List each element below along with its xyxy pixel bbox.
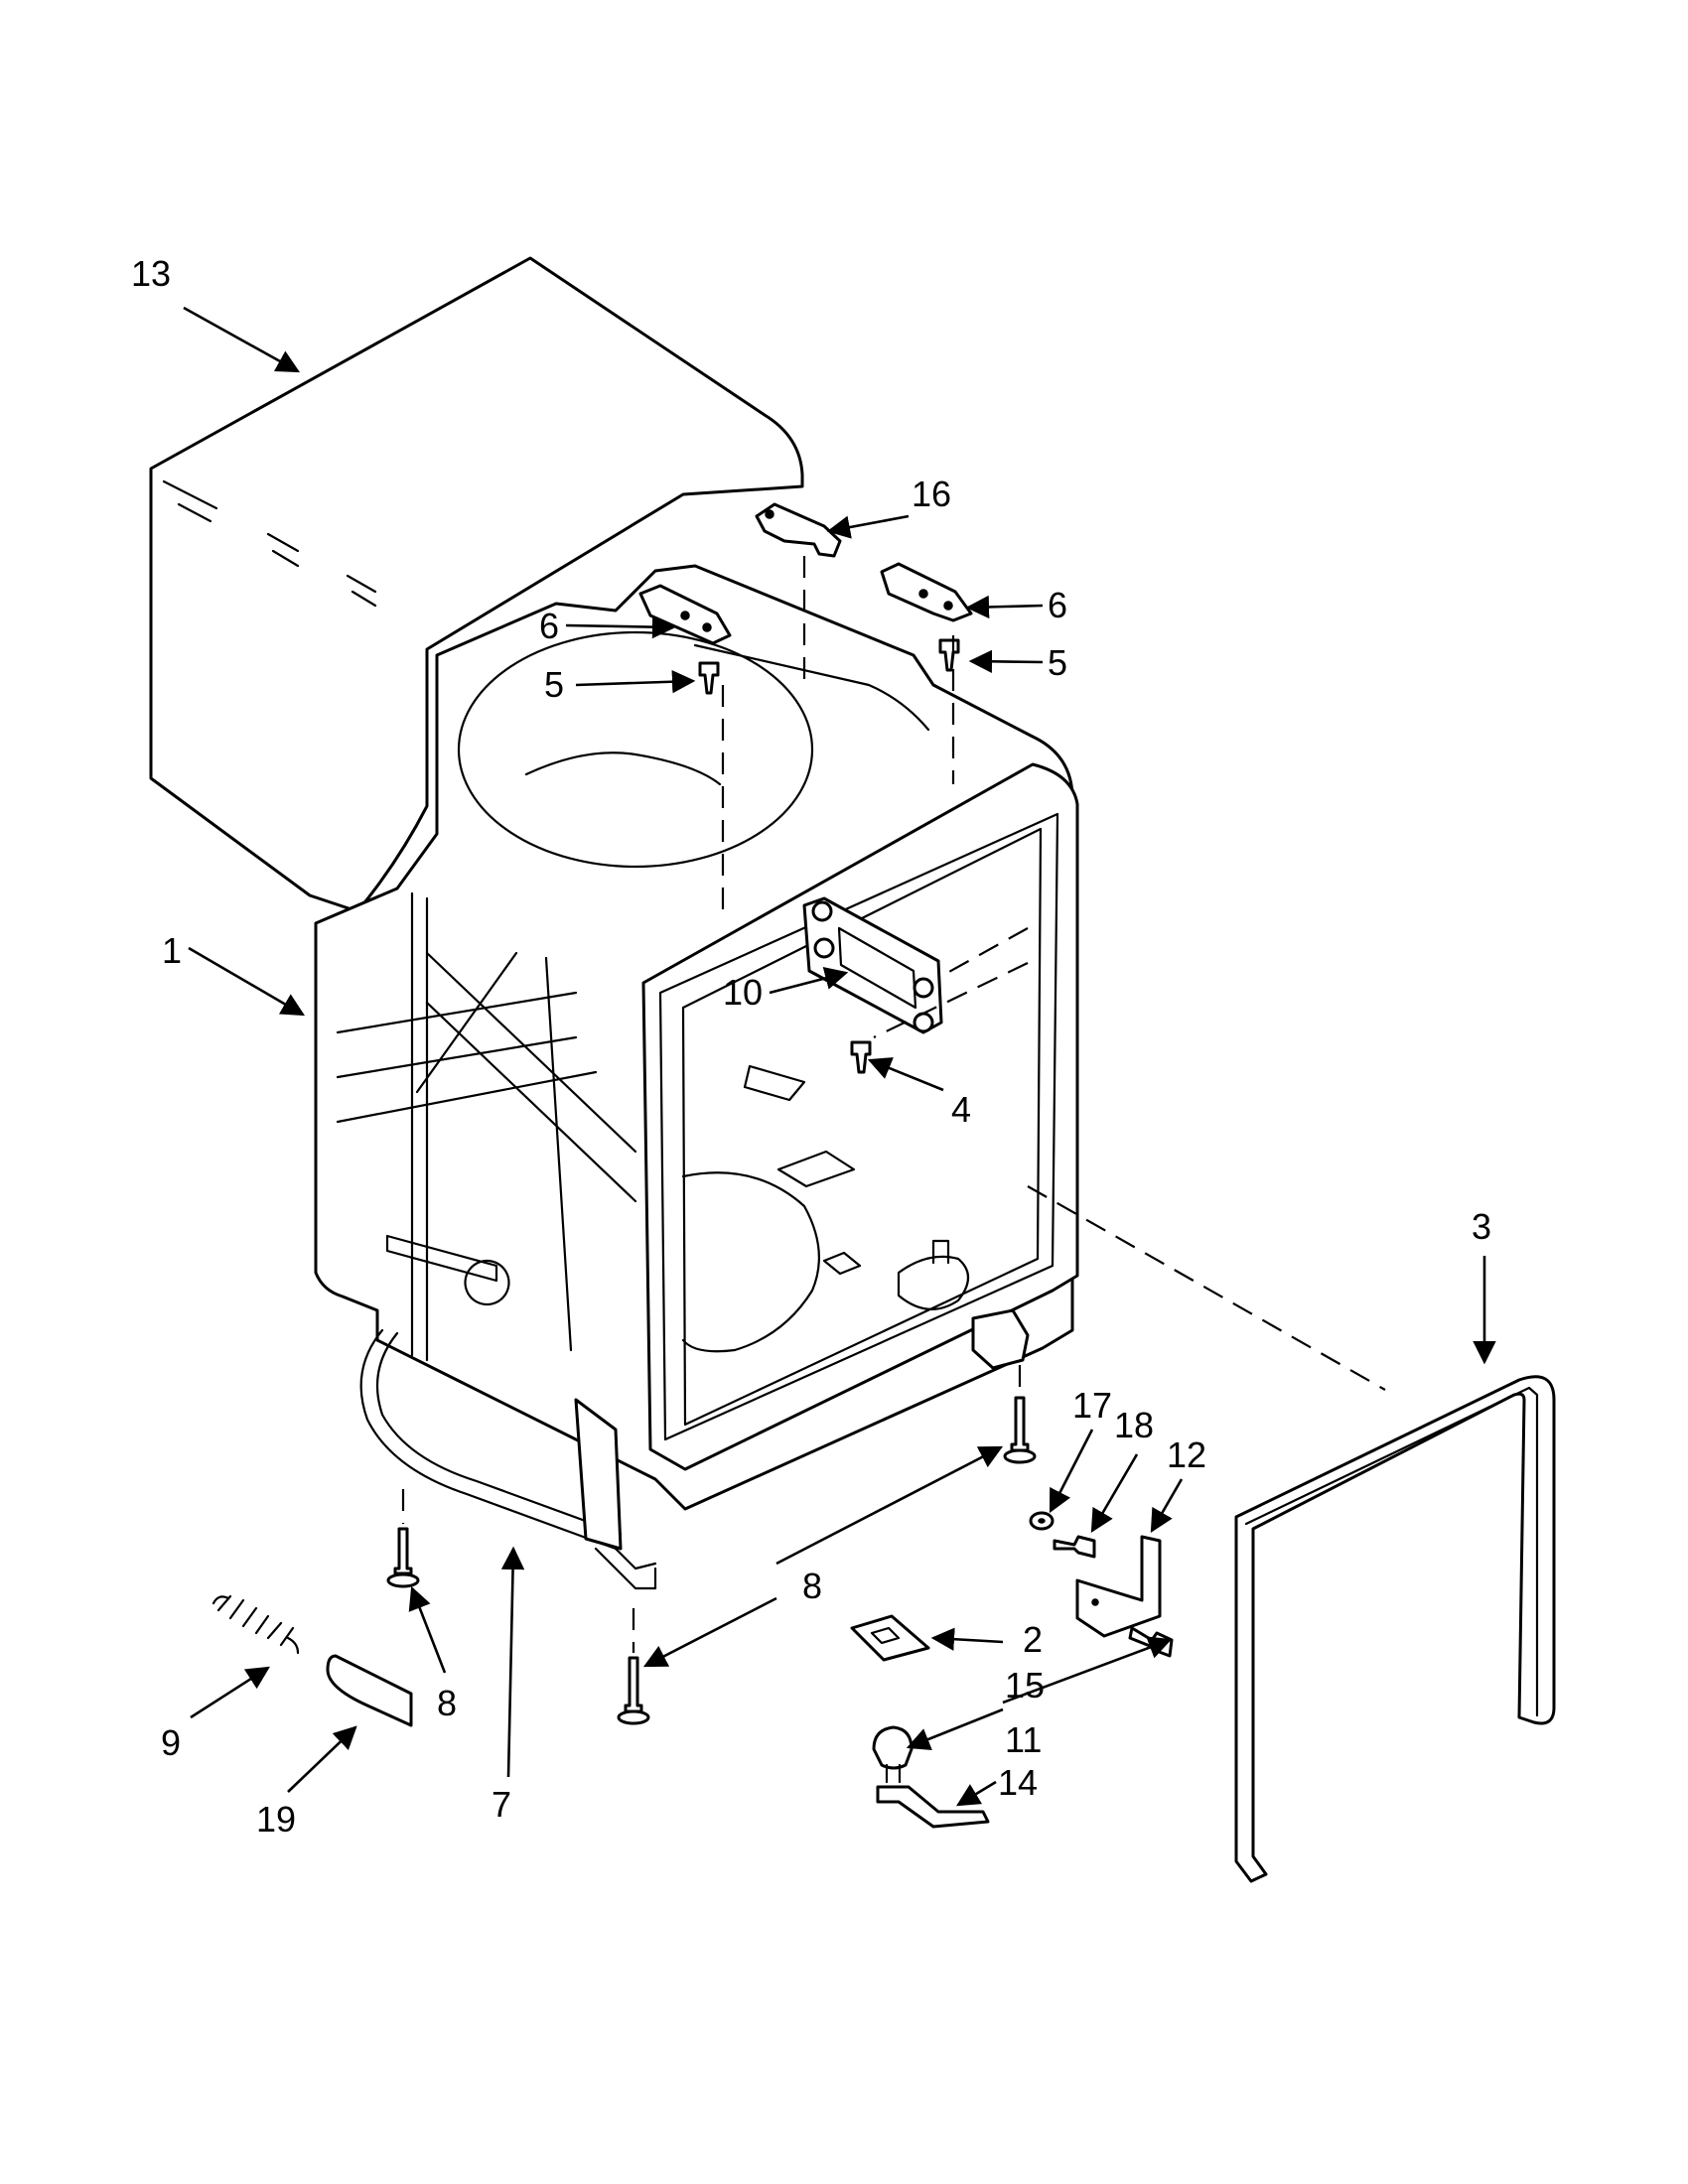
callout-16: 16	[912, 474, 951, 514]
leveling-leg-center	[617, 1656, 650, 1725]
callout-18: 18	[1114, 1405, 1154, 1445]
screw-left	[698, 661, 720, 695]
callout-9: 9	[161, 1722, 181, 1763]
bracket-right	[880, 562, 973, 622]
base-rail	[359, 1308, 1030, 1590]
tub-sump	[681, 1064, 970, 1353]
callout-3: 3	[1472, 1206, 1491, 1247]
side-frame-lattice	[336, 891, 637, 1362]
assembly-lines	[401, 556, 1386, 1653]
thermostat-clip	[876, 1785, 990, 1829]
callout-1: 1	[162, 930, 182, 971]
mount-bracket-12	[1075, 1535, 1162, 1638]
callout-7: 7	[492, 1784, 511, 1825]
leveling-leg-right	[1003, 1396, 1037, 1464]
callout-6-right: 6	[1048, 585, 1067, 625]
callout-8-left: 8	[437, 1683, 457, 1723]
callout-6-left: 6	[539, 606, 559, 646]
callout-12: 12	[1167, 1434, 1206, 1475]
spring	[211, 1594, 300, 1655]
mounting-bracket	[802, 896, 943, 1034]
callout-5-left: 5	[544, 664, 564, 705]
callout-14: 14	[998, 1762, 1038, 1803]
callout-8-center: 8	[802, 1566, 822, 1606]
hinge-clip	[755, 502, 842, 558]
label-plate	[850, 1614, 930, 1662]
callout-4: 4	[951, 1089, 971, 1130]
callout-13: 13	[131, 253, 171, 294]
screw-right	[938, 638, 960, 672]
callout-15: 15	[1005, 1665, 1045, 1706]
callout-2: 2	[1023, 1619, 1043, 1660]
callout-17: 17	[1072, 1385, 1112, 1426]
callout-labels: 13 1 6 5 16 6 5 10 4 3 7 8 8 9 19 17 18 …	[131, 253, 1491, 1840]
door-gasket	[1234, 1375, 1556, 1883]
washer	[1029, 1511, 1055, 1531]
screw-18	[1053, 1535, 1096, 1559]
leveling-leg-left	[386, 1527, 420, 1588]
thermostat	[872, 1725, 914, 1784]
callout-10: 10	[723, 972, 763, 1013]
screw-4	[850, 1040, 872, 1074]
callout-19: 19	[256, 1799, 296, 1840]
foot-pad	[326, 1654, 413, 1727]
insulation-wrap	[149, 256, 804, 913]
callout-11: 11	[1005, 1719, 1042, 1760]
callout-leaders	[183, 306, 1496, 1807]
callout-5-right: 5	[1048, 642, 1067, 683]
